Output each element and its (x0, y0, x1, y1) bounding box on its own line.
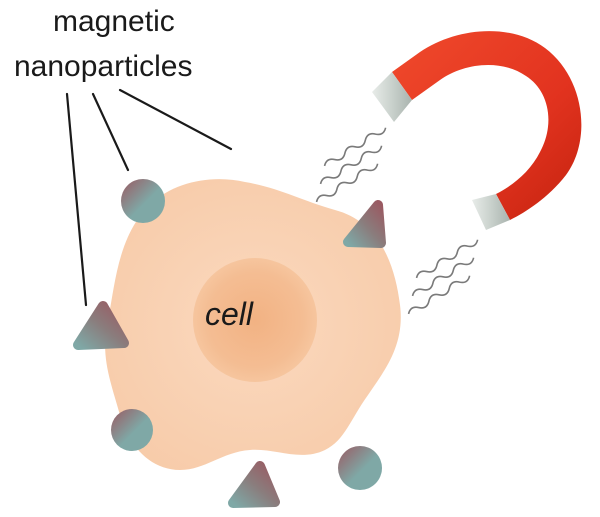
cell-label: cell (205, 296, 254, 332)
particle-cross (370, 359, 437, 426)
pointer-line-circle (91, 92, 130, 172)
particle-circle (111, 409, 153, 451)
title-line-nanoparticles: nanoparticles (14, 50, 192, 83)
cell-nucleus (193, 258, 317, 382)
pointer-line-triangle (65, 92, 88, 307)
particle-triangle (343, 200, 386, 248)
title-line-magnetic: magnetic (53, 5, 175, 38)
particle-circle (121, 179, 165, 223)
label-pointer-lines (65, 88, 233, 307)
particle-triangle (73, 301, 129, 350)
pointer-line-cross (118, 88, 233, 151)
magnet-tip-lower (472, 194, 510, 230)
magnet-body (392, 31, 582, 221)
magnetic-field-waves-upper (315, 127, 387, 203)
horseshoe-magnet-icon (372, 31, 582, 230)
magnetic-field-waves-lower (407, 239, 479, 315)
nanoparticles (73, 150, 437, 508)
particle-cross (221, 150, 293, 212)
particle-triangle (228, 461, 280, 508)
particle-circle (338, 446, 382, 490)
magnet-tip-upper (372, 72, 412, 122)
